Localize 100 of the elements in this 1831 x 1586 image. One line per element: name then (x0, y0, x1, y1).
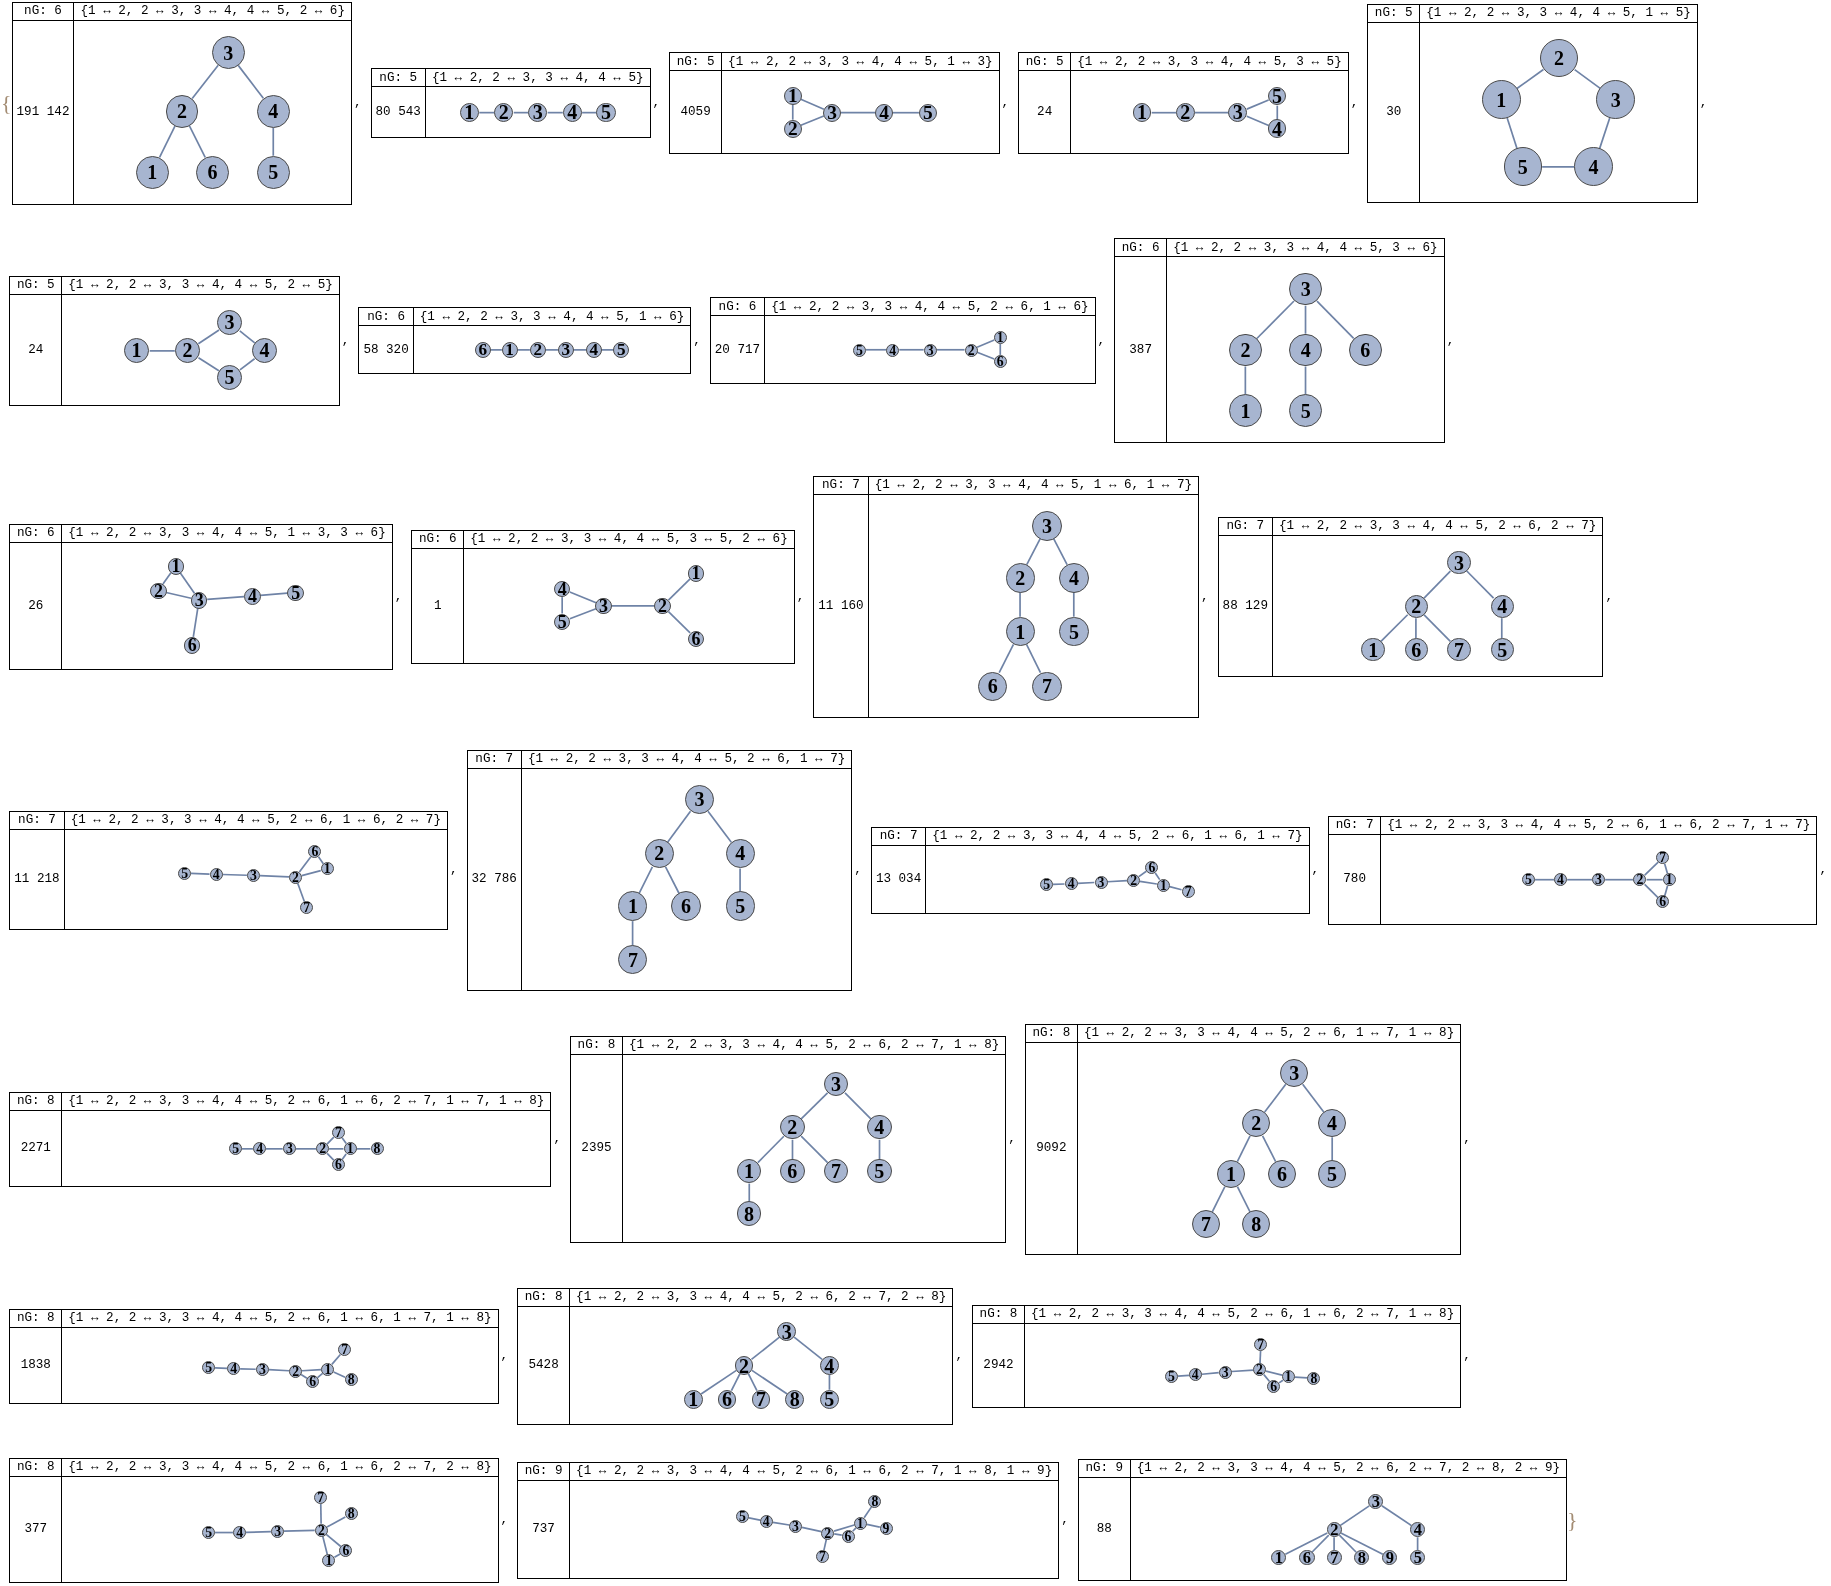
graph-edge (822, 1538, 827, 1552)
graph-edge (1643, 882, 1659, 899)
graph-edge (998, 644, 1015, 674)
edge-list: {1 ↔ 2, 2 ↔ 3, 3 ↔ 4, 4 ↔ 5, 2 ↔ 6, 2 ↔ 7, 2 ↔ 8} (570, 1289, 953, 1308)
graph-edge (301, 869, 322, 877)
comma: , (1201, 590, 1209, 604)
graph-vertex: 7 (314, 1491, 328, 1505)
graph-card (9, 1457, 499, 1583)
vertex-count: nG: 7 (10, 812, 65, 830)
graph-vertex: 4 (886, 343, 900, 357)
edge-list: {1 ↔ 2, 2 ↔ 3, 3 ↔ 4, 4 ↔ 5, 2 ↔ 6, 1 ↔ 6, 1 ↔ 7} (926, 828, 1309, 846)
count-value: 191 142 (12, 20, 75, 204)
graph-card (1367, 3, 1698, 203)
graph-edge (544, 349, 559, 351)
edge-list: {1 ↔ 2, 2 ↔ 3, 3 ↔ 4, 4 ↔ 5, 1 ↔ 3, 3 ↔ 6} (62, 525, 392, 544)
graph-vertex: 6 (978, 671, 1008, 701)
graph-vertex: 7 (1656, 850, 1670, 864)
graph-vertex: 1 (320, 862, 334, 876)
comma: , (1463, 1133, 1471, 1146)
comma: , (500, 1350, 509, 1363)
graph-vertex: 4 (209, 867, 223, 881)
graph-edge (238, 357, 256, 371)
graph-edge (976, 351, 996, 361)
vertex-count: nG: 7 (467, 751, 522, 769)
graph-edge (341, 1153, 348, 1161)
graph-vertex: 5 (1267, 86, 1287, 106)
graph-vertex: 5 (1040, 877, 1054, 891)
graph-vertex: 1 (1281, 1370, 1295, 1384)
graph-edge (1245, 115, 1270, 126)
graph-card (709, 297, 1096, 385)
comma: , (1097, 334, 1106, 348)
graph-vertex: 3 (595, 597, 612, 615)
graph-card (358, 307, 692, 375)
vertex-count: nG: 6 (10, 525, 63, 544)
graph-edge (325, 1533, 342, 1548)
graph-edge (1663, 884, 1669, 897)
graph-vertex: 6 (779, 1158, 805, 1184)
graph-edge (851, 1527, 857, 1533)
graph-vertex: 1 (123, 337, 150, 364)
graph-edge (1265, 1370, 1283, 1376)
count-value: 11 160 (814, 495, 869, 718)
graph-card (9, 275, 340, 406)
graph-edge (1316, 299, 1355, 340)
graph-vertex: 4 (256, 95, 290, 128)
comma: , (1008, 1133, 1016, 1146)
graph-vertex: 1 (1217, 1160, 1246, 1189)
graph-vertex: 4 (1574, 147, 1613, 186)
graph-vertex: 6 (1267, 1160, 1296, 1189)
graph-vertex: 3 (1447, 550, 1471, 575)
vertex-count: nG: 6 (1115, 239, 1168, 258)
graph-edge (192, 607, 199, 639)
edge-list: {1 ↔ 2, 2 ↔ 3, 3 ↔ 4, 4 ↔ 5, 2 ↔ 6, 1 ↔ 7, 1 ↔ 8} (1077, 1025, 1461, 1044)
comma: , (394, 590, 403, 604)
graph-vertex: 1 (1271, 1549, 1287, 1565)
graph-edge (632, 919, 634, 947)
graph-edge (1381, 1504, 1413, 1526)
graph-edge (976, 339, 996, 349)
graph-card (517, 1288, 954, 1426)
edge-list: {1 ↔ 2, 2 ↔ 3, 3 ↔ 4, 4 ↔ 5, 2 ↔ 6, 1 ↔ 6} (765, 298, 1095, 317)
graph-vertex: 4 (1289, 333, 1323, 367)
comma: , (1699, 97, 1708, 110)
graph-vertex: 6 (717, 1390, 737, 1409)
vertex-count: nG: 8 (1025, 1025, 1078, 1044)
graph-edge (792, 103, 794, 121)
vertex-count: nG: 5 (1368, 4, 1421, 23)
graph-edge (1541, 165, 1576, 168)
graph-edge (1423, 613, 1452, 643)
graph-vertex: 5 (919, 104, 937, 122)
graph-edge (1304, 304, 1307, 335)
count-value: 1838 (10, 1328, 63, 1404)
vertex-count: nG: 8 (571, 1037, 623, 1056)
edge-list: {1 ↔ 2, 2 ↔ 3, 3 ↔ 4, 4 ↔ 5, 2 ↔ 6, 1 ↔ 6, 2 ↔ 7, 1 ↔ 8, 1 ↔ 9} (570, 1462, 1059, 1481)
vertex-count: nG: 5 (10, 276, 63, 295)
count-value: 58 320 (359, 326, 414, 374)
graph-vertex: 5 (1289, 394, 1323, 427)
graph-vertex: 5 (216, 364, 243, 391)
graph-edge (1169, 885, 1183, 891)
graph-vertex: 2 (1127, 873, 1141, 887)
graph-edge (1423, 570, 1452, 599)
vertex-count: nG: 8 (10, 1310, 63, 1329)
graph-edge (832, 1524, 855, 1533)
graph-card (370, 68, 651, 139)
graph-vertex: 1 (1157, 878, 1171, 892)
graph-vertex: 3 (1218, 1365, 1232, 1379)
count-value: 24 (10, 294, 63, 405)
graph-vertex: 5 (202, 1361, 216, 1375)
graph-vertex: 2 (1633, 872, 1647, 886)
graph-edge (341, 1137, 348, 1145)
graph-edge (165, 592, 193, 600)
graph-vertex: 3 (823, 1071, 849, 1097)
graph-edge (748, 1182, 750, 1203)
graph-edge (1276, 104, 1278, 121)
graph-edge (610, 605, 656, 607)
vertex-count: nG: 7 (1218, 518, 1273, 537)
graph-edge (1566, 878, 1593, 881)
graph-edge (1052, 883, 1066, 886)
graph-edge (1573, 68, 1602, 89)
graph-vertex: 5 (613, 342, 630, 358)
graph-vertex: 5 (1503, 147, 1543, 186)
graph-vertex: 8 (736, 1201, 762, 1226)
